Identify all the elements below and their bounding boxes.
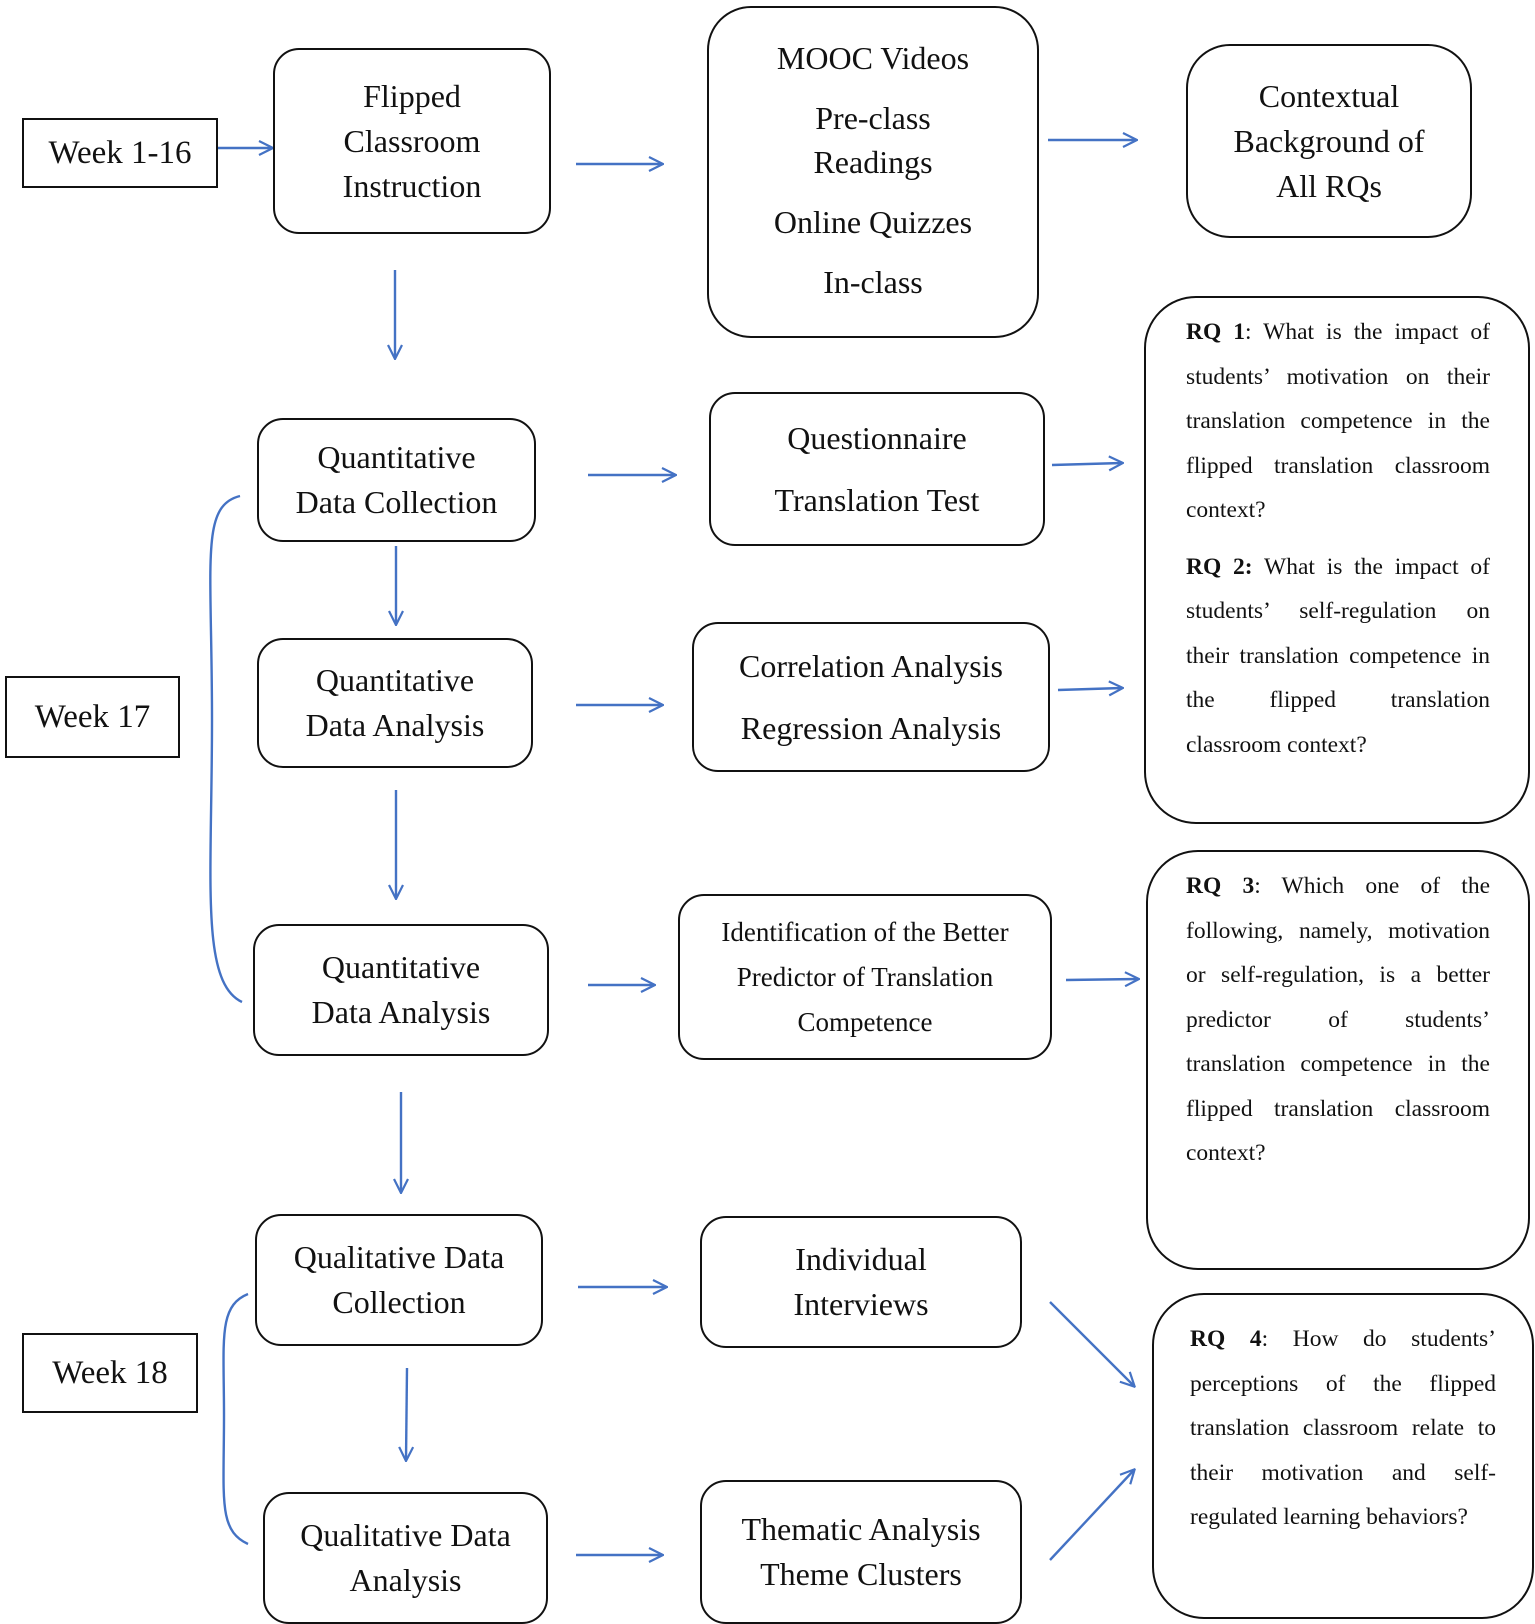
rq1-label: RQ 1 [1186,319,1246,345]
contextual-line-1: Contextual [1258,77,1400,114]
week-17-text: Week 17 [34,698,151,735]
identification-line-3: Competence [797,1006,933,1037]
thematic-line-1: Thematic Analysis [741,1511,981,1547]
contextual-background-box: Contextual Background of All RQs [1186,44,1472,238]
flipped-line-2: Classroom [343,122,481,159]
preclass-text: Pre-class [815,100,931,136]
rq4-text: : How do students’ perceptions of the fl… [1190,1326,1497,1530]
rq4-box: RQ 4: How do students’ perceptions of th… [1152,1293,1534,1619]
rq3-text: : Which one of the following, namely, mo… [1186,873,1491,1166]
rq1-rq2-box: RQ 1: What is the impact of students’ mo… [1144,296,1530,824]
week-18-text: Week 18 [52,1354,168,1391]
mooc-videos-text: MOOC Videos [776,40,970,76]
qual-analysis-line-2: Analysis [349,1562,462,1598]
readings-text: Readings [813,144,933,180]
quantitative-data-collection-box: Quantitative Data Collection [257,418,536,542]
identification-line-1: Identification of the Better [721,916,1009,947]
quant-analysis1-line-1: Quantitative [315,662,475,698]
week-17-label: Week 17 [5,676,180,758]
correlation-regression-box: Correlation Analysis Regression Analysis [692,622,1050,772]
week18-bracket [222,1292,249,1546]
regression-analysis-text: Regression Analysis [740,710,1002,746]
rq3-box: RQ 3: Which one of the following, namely… [1146,850,1530,1270]
arrow-identification-to-rq3 [1065,979,1138,980]
rq2-text: What is the impact of students’ self-reg… [1186,553,1491,758]
rq4-paragraph: RQ 4: How do students’ perceptions of th… [1190,1317,1496,1540]
quant-analysis1-line-2: Data Analysis [305,707,485,743]
interviews-line-2: Interviews [793,1286,929,1322]
arrow-qual-collection-down [406,1367,407,1460]
individual-interviews-box: Individual Interviews [700,1216,1022,1348]
mooc-activities-box: MOOC Videos Pre-class Readings Online Qu… [707,6,1039,338]
rq1-paragraph: RQ 1: What is the impact of students’ mo… [1186,310,1490,533]
week-1-16-label: Week 1-16 [22,118,218,188]
qual-collection-line-2: Collection [332,1284,466,1320]
flipped-classroom-box: Flipped Classroom Instruction [273,48,551,234]
flipped-line-1: Flipped [363,77,461,114]
rq1-text: : What is the impact of students’ motiva… [1186,319,1490,523]
online-quizzes-text: Online Quizzes [773,204,973,240]
quant-analysis2-line-2: Data Analysis [311,994,491,1030]
qual-analysis-line-1: Qualitative Data [300,1517,511,1553]
interviews-line-1: Individual [795,1241,927,1277]
identification-predictor-box: Identification of the Better Predictor o… [678,894,1052,1060]
identification-line-2: Predictor of Translation [736,961,994,992]
thematic-analysis-box: Thematic Analysis Theme Clusters [700,1480,1022,1624]
week-18-label: Week 18 [22,1333,198,1413]
quantitative-data-analysis-box-1: Quantitative Data Analysis [257,638,533,768]
quant-collection-line-2: Data Collection [295,484,498,520]
in-class-text: In-class [823,264,923,300]
quant-collection-line-1: Quantitative [317,439,476,475]
rq2-label: RQ 2: [1186,553,1253,580]
contextual-line-3: All RQs [1276,167,1382,204]
questionnaire-text: Questionnaire [787,420,967,456]
arrow-questionnaire-to-rq [1051,463,1122,465]
arrow-thematic-to-rq4 [1049,1470,1134,1561]
rq3-paragraph: RQ 3: Which one of the following, namely… [1186,864,1490,1176]
arrow-correlation-to-rq [1057,688,1122,690]
rq3-label: RQ 3 [1186,873,1255,899]
rq4-label: RQ 4 [1190,1326,1262,1352]
qualitative-data-collection-box: Qualitative Data Collection [255,1214,543,1346]
qualitative-data-analysis-box: Qualitative Data Analysis [263,1492,548,1624]
flipped-line-3: Instruction [342,167,482,204]
qual-collection-line-1: Qualitative Data [293,1239,505,1275]
arrow-interviews-to-rq4 [1049,1301,1134,1386]
translation-test-text: Translation Test [774,482,980,518]
rq2-paragraph: RQ 2: What is the impact of students’ se… [1186,545,1490,768]
thematic-line-2: Theme Clusters [760,1556,962,1592]
quantitative-data-analysis-box-2: Quantitative Data Analysis [253,924,549,1056]
quant-analysis2-line-1: Quantitative [321,949,481,985]
correlation-analysis-text: Correlation Analysis [739,648,1003,684]
week17-bracket [209,494,243,1004]
questionnaire-box: Questionnaire Translation Test [709,392,1045,546]
week-1-16-text: Week 1-16 [48,134,192,171]
contextual-line-2: Background of [1233,122,1425,159]
